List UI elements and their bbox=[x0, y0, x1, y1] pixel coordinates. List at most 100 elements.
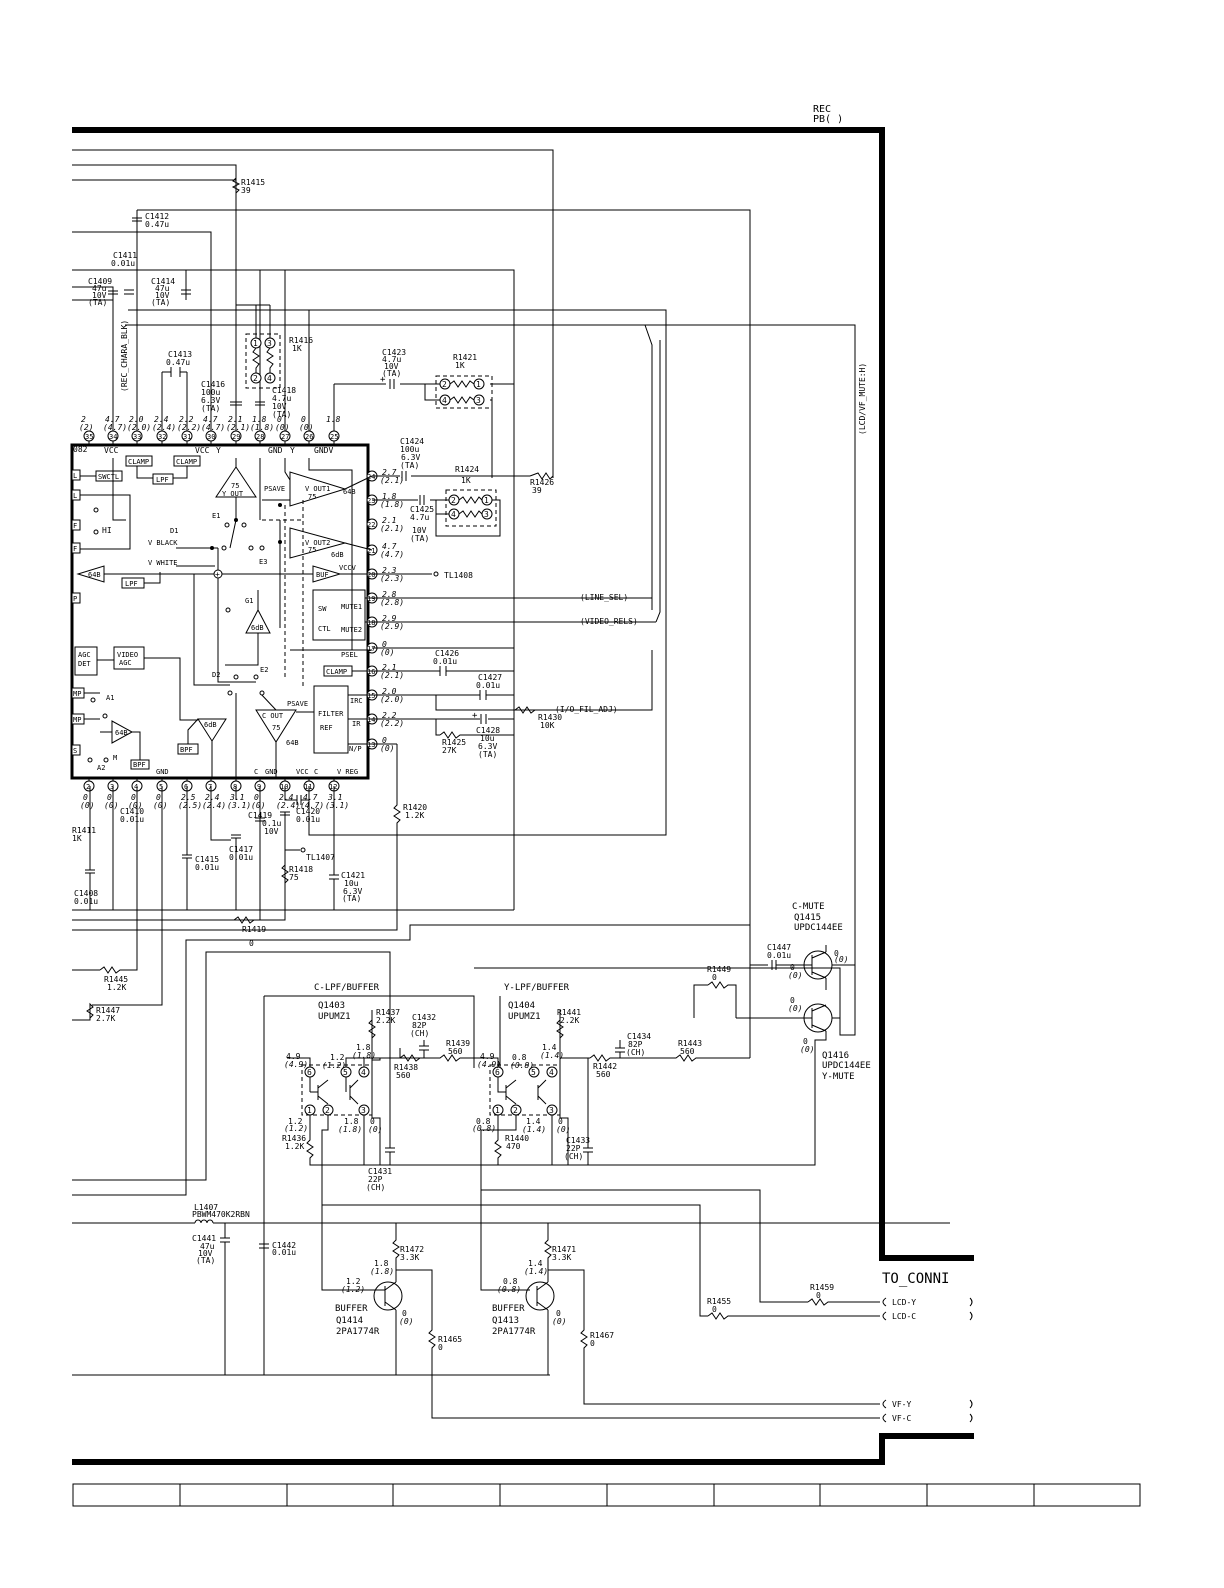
ic-pin-voltage-pb: (2.0) bbox=[380, 695, 404, 704]
ic-pin-number: 19 bbox=[367, 595, 375, 603]
ic-pin-voltage-pb: (0) bbox=[251, 801, 265, 810]
c1411-ref: C1411 bbox=[113, 251, 137, 260]
svg-text:3.3K: 3.3K bbox=[552, 1253, 571, 1262]
svg-text:(1.2): (1.2) bbox=[284, 1124, 308, 1133]
c1418-v2: 10V bbox=[272, 402, 287, 411]
ic-pin-voltage-pb: (2.2) bbox=[177, 423, 201, 432]
ic-pin-number: 27 bbox=[281, 433, 289, 441]
c1428: + C1428 10u 6.3V (TA) bbox=[472, 711, 500, 759]
ic-pin-voltage-pb: (2.1) bbox=[380, 524, 404, 533]
svg-text:C1431: C1431 bbox=[368, 1167, 392, 1176]
svg-text:1.4: 1.4 bbox=[526, 1117, 541, 1126]
svg-text:UPUMZ1: UPUMZ1 bbox=[318, 1012, 351, 1022]
signal-i-o-fil-adj: (I/O_FIL_ADJ) bbox=[555, 705, 618, 714]
svg-text:VCCV: VCCV bbox=[339, 564, 357, 572]
svg-text:2.2K: 2.2K bbox=[560, 1016, 579, 1025]
svg-text:560: 560 bbox=[596, 1070, 611, 1079]
svg-text:100u: 100u bbox=[400, 445, 419, 454]
ic-pin-number: 4 bbox=[134, 783, 138, 791]
svg-text:PSEL: PSEL bbox=[341, 651, 358, 659]
svg-text:4.9: 4.9 bbox=[286, 1052, 301, 1061]
svg-text:0: 0 bbox=[556, 1309, 561, 1318]
svg-text:A2: A2 bbox=[97, 764, 105, 772]
ic-pin-voltage-pb: (2.2) bbox=[380, 719, 404, 728]
svg-text:(1.8): (1.8) bbox=[352, 1051, 376, 1060]
r1449: R1449 0 bbox=[693, 965, 737, 1018]
ic-pin-voltage: 2.4 bbox=[205, 793, 220, 802]
ic-pin-voltage: 4.7 bbox=[105, 415, 120, 424]
tl1408: TL1408 bbox=[444, 571, 473, 580]
svg-text:(1.8): (1.8) bbox=[370, 1267, 394, 1276]
ic-pin-29 bbox=[230, 430, 242, 442]
svg-text:560: 560 bbox=[396, 1071, 411, 1080]
q1403-c-lpf-buffer: C-LPF/BUFFER Q1403 UPUMZ1 6 5 4 1 2 3 R bbox=[282, 983, 474, 1291]
svg-text:22P: 22P bbox=[566, 1144, 581, 1153]
svg-text:6.3V: 6.3V bbox=[401, 453, 420, 462]
svg-text:1: 1 bbox=[495, 1106, 500, 1115]
c1418-v3: (TA) bbox=[272, 410, 291, 419]
c1414-v1: 47u bbox=[155, 284, 170, 293]
svg-text:0: 0 bbox=[790, 963, 795, 972]
ic-pin-voltage-pb: (0) bbox=[128, 801, 142, 810]
svg-text:BUF: BUF bbox=[316, 571, 329, 579]
svg-text:560: 560 bbox=[448, 1047, 463, 1056]
svg-text:BPF: BPF bbox=[180, 746, 193, 754]
ic-pin-voltage-pb: (0) bbox=[104, 801, 118, 810]
svg-text:0: 0 bbox=[816, 1291, 821, 1300]
svg-text:C1441: C1441 bbox=[192, 1234, 216, 1243]
svg-text:R1440: R1440 bbox=[505, 1134, 529, 1143]
c1413: C1413 0.47u bbox=[166, 350, 192, 377]
svg-text:39: 39 bbox=[532, 486, 542, 495]
svg-text:0: 0 bbox=[803, 1037, 808, 1046]
ic-pin-voltage: 0 bbox=[107, 793, 112, 802]
svg-text:C1432: C1432 bbox=[412, 1013, 436, 1022]
svg-text:1.4: 1.4 bbox=[542, 1043, 557, 1052]
svg-text:UPDC144EE: UPDC144EE bbox=[822, 1061, 871, 1071]
svg-text:P: P bbox=[73, 595, 77, 603]
svg-text:GNDV: GNDV bbox=[314, 446, 333, 455]
svg-text:C OUT: C OUT bbox=[262, 712, 284, 720]
svg-text:(0): (0) bbox=[788, 971, 802, 980]
ic-pin-voltage: 0 bbox=[277, 415, 282, 424]
svg-text:2PA1774R: 2PA1774R bbox=[492, 1327, 536, 1337]
svg-text:4: 4 bbox=[267, 374, 272, 383]
svg-text:Y: Y bbox=[290, 446, 295, 455]
ic-pin-voltage: 4.7 bbox=[382, 542, 397, 551]
ic-pin-number: 18 bbox=[367, 619, 375, 627]
ic-pin-voltage-pb: (0) bbox=[80, 801, 94, 810]
svg-text:Q1415: Q1415 bbox=[794, 913, 821, 923]
c1412: C1412 0.47u bbox=[132, 212, 169, 229]
svg-text:C1442: C1442 bbox=[272, 1241, 296, 1250]
ic-pin-number: 15 bbox=[367, 692, 375, 700]
ic-pin-voltage-pb: (0) bbox=[380, 744, 394, 753]
svg-text:D1: D1 bbox=[170, 527, 178, 535]
ic-pin-number: 28 bbox=[256, 433, 264, 441]
svg-text:Y-LPF/BUFFER: Y-LPF/BUFFER bbox=[504, 983, 570, 993]
r1421-val: 1K bbox=[455, 361, 465, 370]
svg-text:AGC: AGC bbox=[78, 651, 91, 659]
svg-text:C1447: C1447 bbox=[767, 943, 791, 952]
below-ic-labels: R1411 1K C1408 0.01u C1410 0.01u C1415 0… bbox=[72, 807, 365, 948]
ic-pin-voltage: 2.1 bbox=[382, 663, 396, 672]
ic-pin-voltage-pb: (2.0) bbox=[127, 423, 151, 432]
ic-pin-voltage: 2.4 bbox=[154, 415, 169, 424]
q1404-y-lpf-buffer: Y-LPF/BUFFER Q1404 UPUMZ1 6 5 4 1 2 3 R1… bbox=[472, 983, 750, 1291]
svg-text:R1430: R1430 bbox=[538, 713, 562, 722]
svg-text:0.01u: 0.01u bbox=[272, 1248, 296, 1257]
svg-text:CLAMP: CLAMP bbox=[128, 458, 149, 466]
r1430: R1430 10K bbox=[514, 706, 562, 730]
svg-text:F: F bbox=[73, 522, 77, 530]
ic-pin-voltage-pb: (0) bbox=[275, 423, 289, 432]
svg-text:Q1413: Q1413 bbox=[492, 1316, 519, 1326]
svg-text:3: 3 bbox=[476, 396, 481, 405]
svg-text:R1459: R1459 bbox=[810, 1283, 834, 1292]
svg-text:IR: IR bbox=[352, 720, 361, 728]
r1415: R1415 39 bbox=[231, 177, 265, 195]
svg-text:REF: REF bbox=[320, 724, 333, 732]
ic-pin-voltage-pb: (2.1) bbox=[380, 476, 404, 485]
svg-text:PSAVE: PSAVE bbox=[287, 700, 308, 708]
svg-text:VCC: VCC bbox=[195, 446, 210, 455]
svg-text:0: 0 bbox=[712, 973, 717, 982]
svg-text:(0): (0) bbox=[368, 1125, 382, 1134]
